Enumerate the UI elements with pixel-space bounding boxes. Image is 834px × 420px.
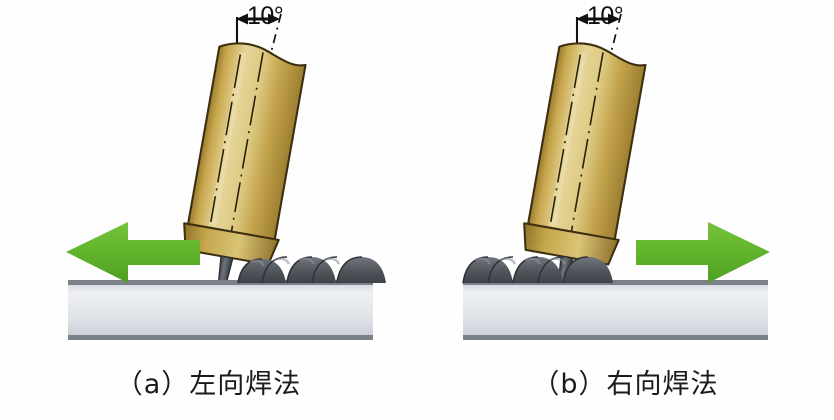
panel-b-graphics: [462, 13, 770, 340]
weld-bead-body: [463, 257, 613, 283]
panel-rightward-welding: （b）右向焊法 10°: [417, 0, 834, 420]
plate-bottom-edge: [68, 335, 373, 340]
panel-b-angle-label: 10°: [587, 2, 624, 30]
plate-body: [463, 283, 768, 339]
weld-bead: [462, 256, 613, 284]
panel-leftward-welding: （a）左向焊法 10°: [66, 2, 386, 400]
panel-b-caption: （b）右向焊法: [532, 369, 719, 400]
plate-bottom-edge: [463, 335, 768, 340]
welding-torch: [523, 42, 647, 307]
torch-highlight: [548, 52, 587, 227]
travel-direction-arrow-right: [636, 222, 770, 283]
torch-inner-line-left: [210, 54, 242, 223]
angle-arrow: [236, 13, 280, 25]
torch-highlight: [208, 52, 247, 227]
panel-a-caption: （a）左向焊法: [115, 369, 302, 400]
plate-top-edge: [68, 280, 373, 285]
plate-body: [68, 283, 373, 339]
weld-bead: [237, 256, 386, 284]
weld-bead-body: [238, 257, 386, 283]
workpiece-plate: [463, 280, 768, 340]
workpiece-plate: [68, 280, 373, 340]
angle-arrow: [576, 13, 620, 25]
panel-a-angle-label: 10°: [247, 2, 284, 30]
travel-direction-arrow-left: [66, 222, 200, 283]
plate-top-edge: [463, 280, 768, 285]
torch-collar: [523, 222, 620, 266]
torch-inner-line-left: [550, 54, 582, 223]
torch-centerline: [567, 52, 604, 252]
torch-centerline: [227, 52, 264, 252]
panel-a-graphics: [66, 13, 386, 340]
